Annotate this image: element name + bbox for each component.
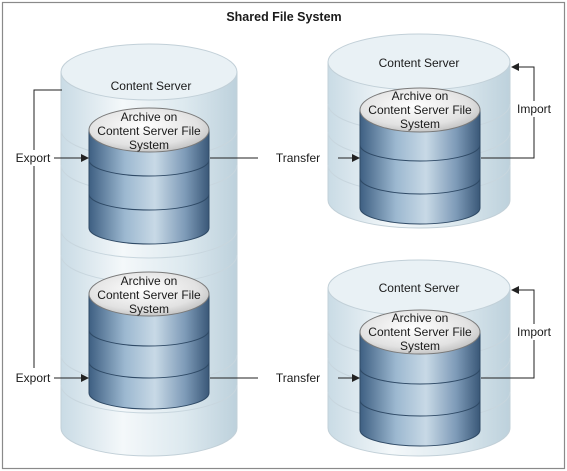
import-label-2: Import [517,325,552,339]
export-label-bg-1 [13,150,53,166]
archive-label-line-1: Archive on [121,110,178,124]
archive-label-line-1: Archive on [392,89,449,103]
archive-label-line-2: Content Server File [97,124,201,138]
archive-label-line-2: Content Server File [368,325,472,339]
target-server-2-label: Content Server [379,281,460,295]
archive-stack-source-2: Archive on Content Server File System [88,271,210,410]
import-label-bg-2 [515,324,555,340]
import-label-1: Import [517,102,552,116]
archive-label-line-3: System [129,138,169,152]
archive-label-line-3: System [400,339,440,353]
diagram-title: Shared File System [226,10,341,24]
archive-stack-target-2: Archive on Content Server File System [359,309,481,447]
archive-label-line-3: System [129,302,169,316]
export-label-bg-2 [13,370,53,386]
export-label-1: Export [16,151,51,165]
archive-label-line-1: Archive on [121,274,178,288]
import-label-bg-1 [515,101,555,117]
archive-stack-target-1: Archive on Content Server File System [359,87,481,225]
archive-label-line-2: Content Server File [97,288,201,302]
transfer-label-1: Transfer [276,151,320,165]
export-label-2: Export [16,371,51,385]
export-bracket-line [33,89,62,368]
archive-label-line-1: Archive on [392,311,449,325]
source-server-label: Content Server [111,79,192,93]
transfer-label-2: Transfer [276,371,320,385]
archive-label-line-3: System [400,117,440,131]
target-server-1-label: Content Server [379,56,460,70]
archive-stack-source-1: Archive on Content Server File System [88,107,210,245]
archive-label-line-2: Content Server File [368,103,472,117]
